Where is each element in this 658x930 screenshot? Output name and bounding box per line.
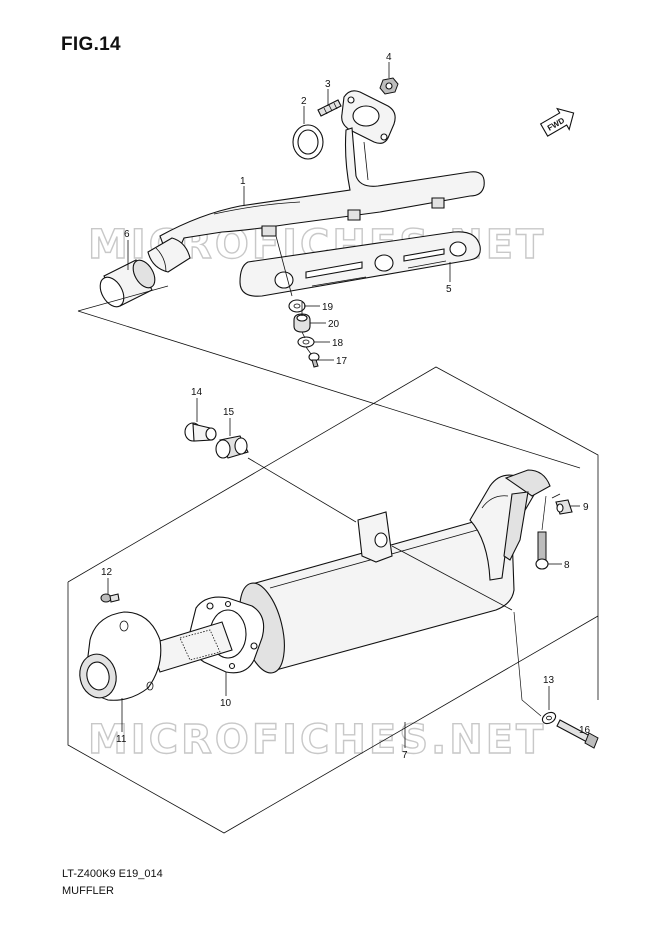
callout-10: 10 xyxy=(220,698,232,709)
callout-19: 19 xyxy=(322,302,334,313)
gasket-ring xyxy=(292,124,324,160)
callout-9: 9 xyxy=(583,502,589,513)
callout-4: 4 xyxy=(386,52,392,63)
callout-18: 18 xyxy=(332,338,344,349)
callout-5: 5 xyxy=(446,284,452,295)
callout-3: 3 xyxy=(325,79,331,90)
exhaust-pipe xyxy=(147,90,485,273)
callout-14-16: 16 xyxy=(579,725,591,736)
mount-washer xyxy=(541,711,557,725)
fwd-arrow-icon: FWD xyxy=(539,107,575,137)
outline-box-bottom xyxy=(67,582,599,834)
callout-20: 20 xyxy=(328,319,340,330)
callout-6: 6 xyxy=(124,229,130,240)
grommet-washer xyxy=(288,299,306,313)
callout-11: 11 xyxy=(116,734,127,745)
watermark-bottom: MICROFICHES.NET xyxy=(88,717,546,763)
clamp-bolt xyxy=(535,531,549,570)
figure-name: MUFFLER xyxy=(62,885,114,897)
shield-bolt xyxy=(308,352,320,368)
callout-7: 7 xyxy=(402,750,408,761)
callout-13: 13 xyxy=(543,675,555,686)
rubber-grommet xyxy=(293,313,311,333)
figure-title: FIG.14 xyxy=(61,34,121,55)
clamp-nut xyxy=(555,499,573,515)
spacer-collar xyxy=(184,422,217,442)
callout-8: 8 xyxy=(564,560,570,571)
stud-bolt xyxy=(317,99,342,117)
outline-box-top xyxy=(67,366,599,700)
tailpipe-spark-arrester xyxy=(79,611,233,701)
callout-15: 15 xyxy=(223,407,235,418)
callout-1: 1 xyxy=(240,176,246,187)
pipe-seal xyxy=(99,259,156,308)
arrester-screw xyxy=(100,593,120,603)
callout-2: 2 xyxy=(301,96,307,107)
mount-bolt xyxy=(556,719,599,749)
plain-washer xyxy=(297,336,315,348)
figure-code: LT-Z400K9 E19_014 xyxy=(62,868,163,880)
muffler-body xyxy=(239,469,551,674)
callout-14: 14 xyxy=(191,387,203,398)
heat-shield xyxy=(239,231,481,297)
callout-17: 17 xyxy=(336,356,348,367)
callout-12: 12 xyxy=(101,567,113,578)
muffler-grommet xyxy=(215,435,249,459)
flange-nut xyxy=(379,77,399,95)
